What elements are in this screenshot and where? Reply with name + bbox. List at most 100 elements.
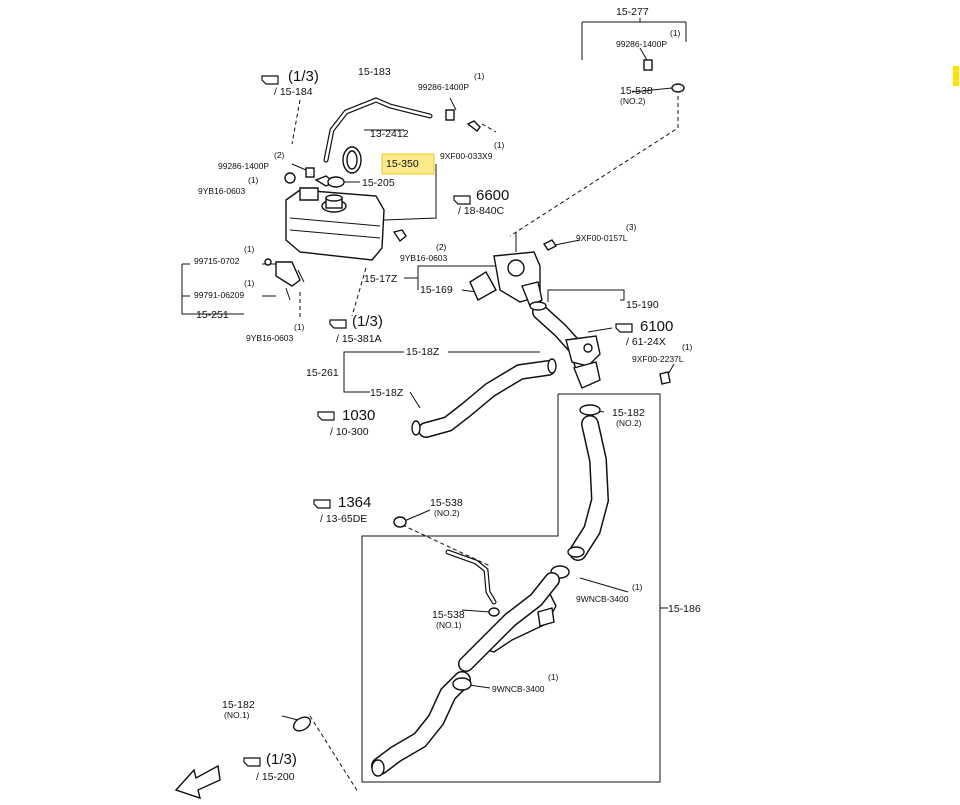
label-15-18z: 15-18Z [370,387,404,399]
label-qty: (2) [274,150,285,160]
label-15-184: / 15-184 [274,86,313,98]
label-13-2412: 13-2412 [370,128,409,140]
label-15-182-no1: 15-182 [222,699,255,711]
hose-15-186-upper [550,404,610,579]
label-61-24x: / 61-24X [626,336,666,348]
edge-marker [953,66,959,86]
label-qty: (1) [682,342,693,352]
label-15-186: 15-186 [668,603,701,615]
bolt-9xf00-2237l [659,371,671,385]
label-9wncb-a: 9WNCB-3400 [576,594,629,604]
label-no2: (NO.2) [620,96,646,106]
label-qty: (1) [474,71,485,81]
label-qty: (1) [244,278,255,288]
label-1364: 1364 [338,494,371,511]
ring-13-2412 [342,146,362,174]
label-1030: 1030 [342,407,375,424]
bolt-9xf00-0157l [542,239,558,251]
label-no2: (NO.2) [616,418,642,428]
label-no1: (NO.1) [224,710,250,720]
label-qty: (1) [548,672,559,682]
label-99715-0702: 99715-0702 [194,256,240,266]
hose-lower [371,671,472,777]
clamp-99286-left [305,167,315,178]
bolt-9yb16-left [284,172,296,184]
pipe-15-183 [323,97,433,163]
label-99791-06209: 99791-06209 [194,290,244,300]
label-qty: (2) [436,242,447,252]
label-99286-top: 99286-1400P [616,39,667,49]
label-9xf00-2237l: 9XF00-2237L [632,354,684,364]
label-qty: (1) [632,582,643,592]
hand-pointer-icon [243,757,261,767]
label-9yb16-left: 9YB16-0603 [198,186,246,196]
label-13-65de: / 13-65DE [320,513,367,525]
hand-pointer-icon [261,75,279,85]
label-15-350: 15-350 [386,158,419,170]
label-10-300: / 10-300 [330,426,369,438]
label-15-261: 15-261 [306,367,339,379]
label-15-17z: 15-17Z [364,273,398,285]
label-15-200: / 15-200 [256,771,295,783]
label-qty: (3) [626,222,637,232]
label-9yb16-mid: 9YB16-0603 [400,253,448,263]
label-9yb16-low: 9YB16-0603 [246,333,294,343]
cap-15-205 [327,176,345,188]
label-15-538-no1: 15-538 [432,609,465,621]
bracket-15-251 [264,258,305,301]
dashed-guides [291,96,679,793]
label-9wncb-b: 9WNCB-3400 [492,684,545,694]
label-qty: (1) [248,175,259,185]
label-qty: (1) [294,322,305,332]
label-15-381a: / 15-381A [336,333,382,345]
gasket-15-169 [469,271,497,301]
label-15-205: 15-205 [362,177,395,189]
hose-15-261 [411,358,557,438]
hand-pointer-icon [329,319,347,329]
label-15-183: 15-183 [358,66,391,78]
pipe-lower-assembly [393,516,560,672]
label-15-18z: 15-18Z [406,346,440,358]
bolt-9yb16-mid [392,229,407,243]
label-qty: (1) [494,140,505,150]
label-9xf00-033x9: 9XF00-033X9 [440,151,493,161]
hand-pointer-icon [313,499,331,509]
cap-15-182-no1 [292,716,312,732]
hand-pointer-icon [317,411,335,421]
hose-15-190 [529,301,601,389]
label-15-190: 15-190 [626,299,659,311]
label-qty: (1) [244,244,255,254]
part-labels: 15-277 (1) 99286-1400P 15-538 (NO.2) 15-… [194,6,701,783]
label-ref-1-3: (1/3) [266,751,297,768]
label-15-538-no2: 15-538 [620,85,653,97]
label-no2: (NO.2) [434,508,460,518]
label-99286-mid: 99286-1400P [418,82,469,92]
label-6100: 6100 [640,318,673,335]
label-9xf00-0157l: 9XF00-0157L [576,233,628,243]
hand-pointer-icon [615,323,633,333]
label-15-277: 15-277 [616,6,649,18]
housing-15-17z [493,232,543,307]
label-ref-1-3: (1/3) [288,68,319,85]
highlight-15-350 [381,153,435,175]
label-15-251: 15-251 [196,309,229,321]
cap-15-538-no2 [671,83,685,93]
hand-pointer-icon [453,195,471,205]
clamp-99286-mid [445,109,455,121]
label-6600: 6600 [476,187,509,204]
label-ref-1-3: (1/3) [352,313,383,330]
bolt-9xf00-033x9 [466,120,481,132]
pipe-15-277 [428,58,684,118]
label-15-538: 15-538 [430,497,463,509]
label-no1: (NO.1) [436,620,462,630]
label-99286-left: 99286-1400P [218,161,269,171]
label-15-182-no2: 15-182 [612,407,645,419]
reservoir-tank [285,175,385,261]
label-qty: (1) [670,28,681,38]
label-18-840c: / 18-840C [458,205,505,217]
leader-lines [181,18,687,783]
clamp-99286-top [643,59,653,71]
front-arrow-icon [174,764,221,800]
label-15-169: 15-169 [420,284,453,296]
